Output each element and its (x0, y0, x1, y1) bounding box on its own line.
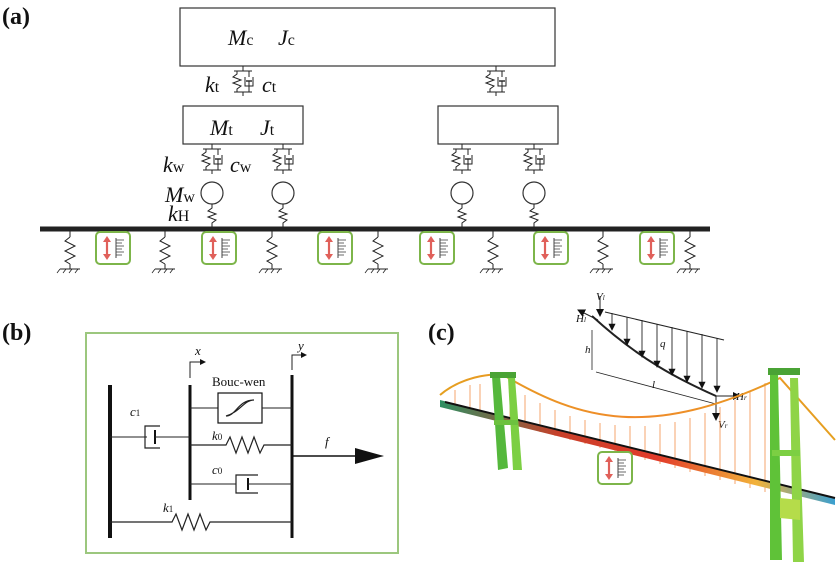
right-tower (768, 368, 804, 562)
hr-label: Hr (735, 391, 747, 403)
kw-label: kw (163, 152, 185, 177)
k0-spring (190, 435, 292, 455)
wheel-mass-label: Mw (164, 182, 195, 207)
bouc-wen-label: Bouc-wen (212, 374, 266, 389)
k1-label: k1 (163, 500, 173, 515)
foundation-springs (56, 230, 701, 274)
bogie-mass-label: Mt (209, 115, 233, 140)
bridge-deck (440, 400, 835, 505)
ct-label: ct (262, 72, 277, 97)
kh-label: kH (168, 201, 190, 226)
primary-suspension-4 (523, 143, 545, 175)
secondary-suspension-right (485, 65, 507, 97)
cw-label: cw (230, 152, 252, 177)
car-mass-label: Mc (227, 25, 253, 50)
vr-label: Vr (718, 419, 728, 431)
l-label: l (652, 379, 655, 391)
c0-label: c0 (212, 462, 223, 477)
bogie-right (437, 105, 559, 145)
panel-b-label: (b) (2, 320, 31, 346)
x-label: x (194, 343, 201, 358)
panel-a-vehicle-model: Mc Jc kt ct Mt Jt kw cw (40, 7, 710, 274)
primary-suspension-1 (201, 143, 223, 175)
bogie-left (182, 105, 304, 145)
wheelsets (200, 181, 546, 228)
y-label: y (296, 338, 304, 353)
left-tower (490, 372, 522, 470)
bridge-model (439, 368, 836, 562)
panel-c-label: (c) (428, 320, 455, 346)
k0-label: k0 (212, 428, 223, 443)
track-dampers (94, 230, 676, 266)
car-body (179, 7, 556, 67)
q-label: q (660, 338, 666, 350)
car-inertia-label: Jc (278, 25, 295, 50)
hl-label: Hl (575, 313, 586, 325)
wheel-4 (522, 181, 546, 205)
damper-box-4 (418, 230, 456, 266)
primary-suspension-3 (451, 143, 473, 175)
wheel-1 (200, 181, 224, 205)
panel-c-suspension-bridge: Vl Hl q h l Hr Vr (439, 291, 836, 562)
damper-box-3 (316, 230, 354, 266)
cable-element-diagram: Vl Hl q h l Hr Vr (575, 291, 747, 431)
secondary-suspension-left (232, 65, 254, 97)
damper-box-2 (200, 230, 238, 266)
damper-box-6 (638, 230, 676, 266)
wheel-2 (271, 181, 295, 205)
panel-b-frame (85, 332, 399, 554)
panel-b-bouc-wen-model: x y c1 Bouc-wen k0 c0 k1 (85, 332, 399, 554)
damper-box-5 (532, 230, 570, 266)
panel-a-label: (a) (2, 4, 30, 30)
c1-label: c1 (130, 404, 140, 419)
f-label: f (325, 434, 331, 449)
primary-suspension-2 (272, 143, 294, 175)
h-label: h (585, 344, 591, 356)
vl-label: Vl (596, 291, 605, 303)
kt-label: kt (205, 72, 220, 97)
bridge-damper-box (596, 450, 634, 486)
damper-box-1 (94, 230, 132, 266)
k1-spring (110, 512, 292, 532)
wheel-3 (450, 181, 474, 205)
bogie-inertia-label: Jt (260, 115, 275, 140)
